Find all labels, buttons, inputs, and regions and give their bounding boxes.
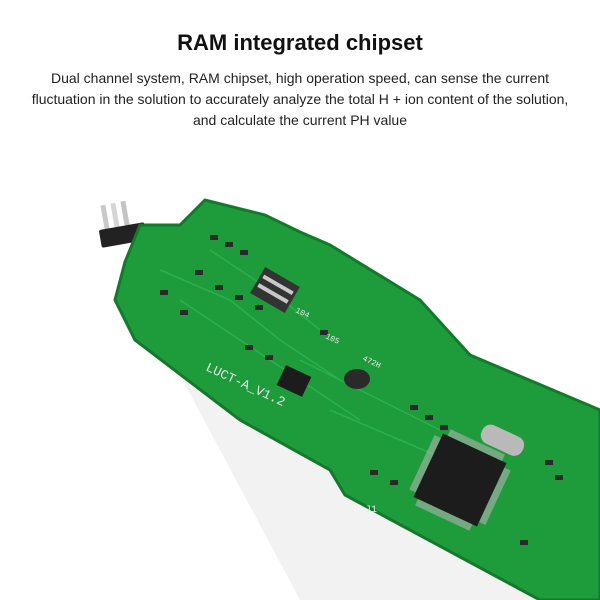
connector-label: J1 bbox=[365, 505, 377, 516]
capacitor bbox=[344, 369, 370, 389]
main-chip bbox=[409, 429, 511, 531]
resistor-array bbox=[250, 267, 300, 313]
soic-chip bbox=[276, 365, 312, 397]
crystal-oscillator bbox=[480, 424, 525, 456]
description: Dual channel system, RAM chipset, high o… bbox=[31, 70, 569, 128]
headline: RAM integrated chipset bbox=[177, 30, 423, 55]
smd-components bbox=[160, 235, 563, 545]
